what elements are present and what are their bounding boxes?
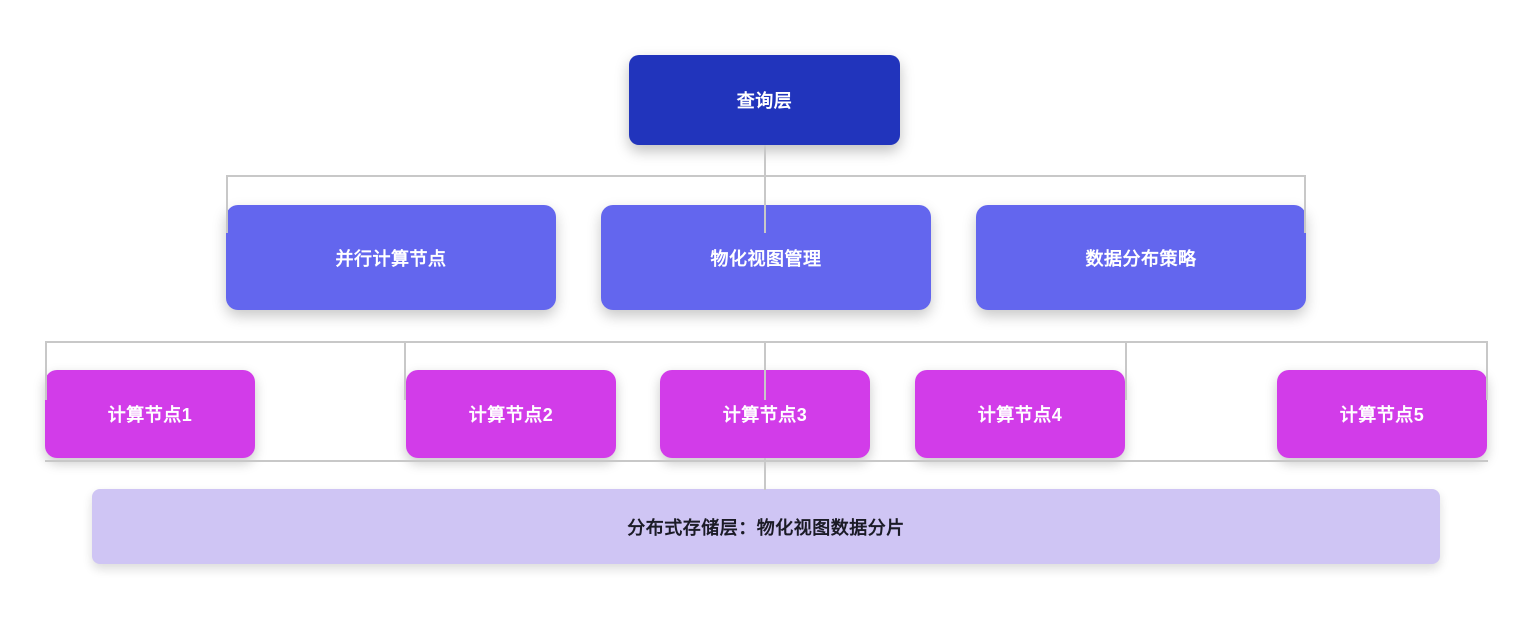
connector-level2-stub-4 [1125,341,1127,400]
connector-level1-right-stub [1304,175,1306,233]
connector-query-vertical [764,145,766,233]
connector-level2-stub-1 [45,341,47,400]
compute-node-1: 计算节点1 [45,370,255,458]
compute-node-4: 计算节点4 [915,370,1125,458]
data-distribution-strategy-node: 数据分布策略 [976,205,1306,310]
connector-storage-vertical [764,458,766,490]
connector-level2-stub-2 [404,341,406,400]
connector-level1-left-stub [226,175,228,233]
connector-level3-bus [45,460,1488,462]
connector-level2-stub-5 [1486,341,1488,400]
connector-level2-bus [45,341,1488,343]
compute-node-2: 计算节点2 [406,370,616,458]
compute-node-5: 计算节点5 [1277,370,1487,458]
parallel-compute-node: 并行计算节点 [226,205,556,310]
materialized-view-mgmt-node: 物化视图管理 [601,205,931,310]
connector-level1-bus [226,175,1306,177]
storage-layer-node: 分布式存储层：物化视图数据分片 [92,489,1440,564]
query-layer-node: 查询层 [629,55,900,145]
connector-level2-stub-3 [764,341,766,400]
